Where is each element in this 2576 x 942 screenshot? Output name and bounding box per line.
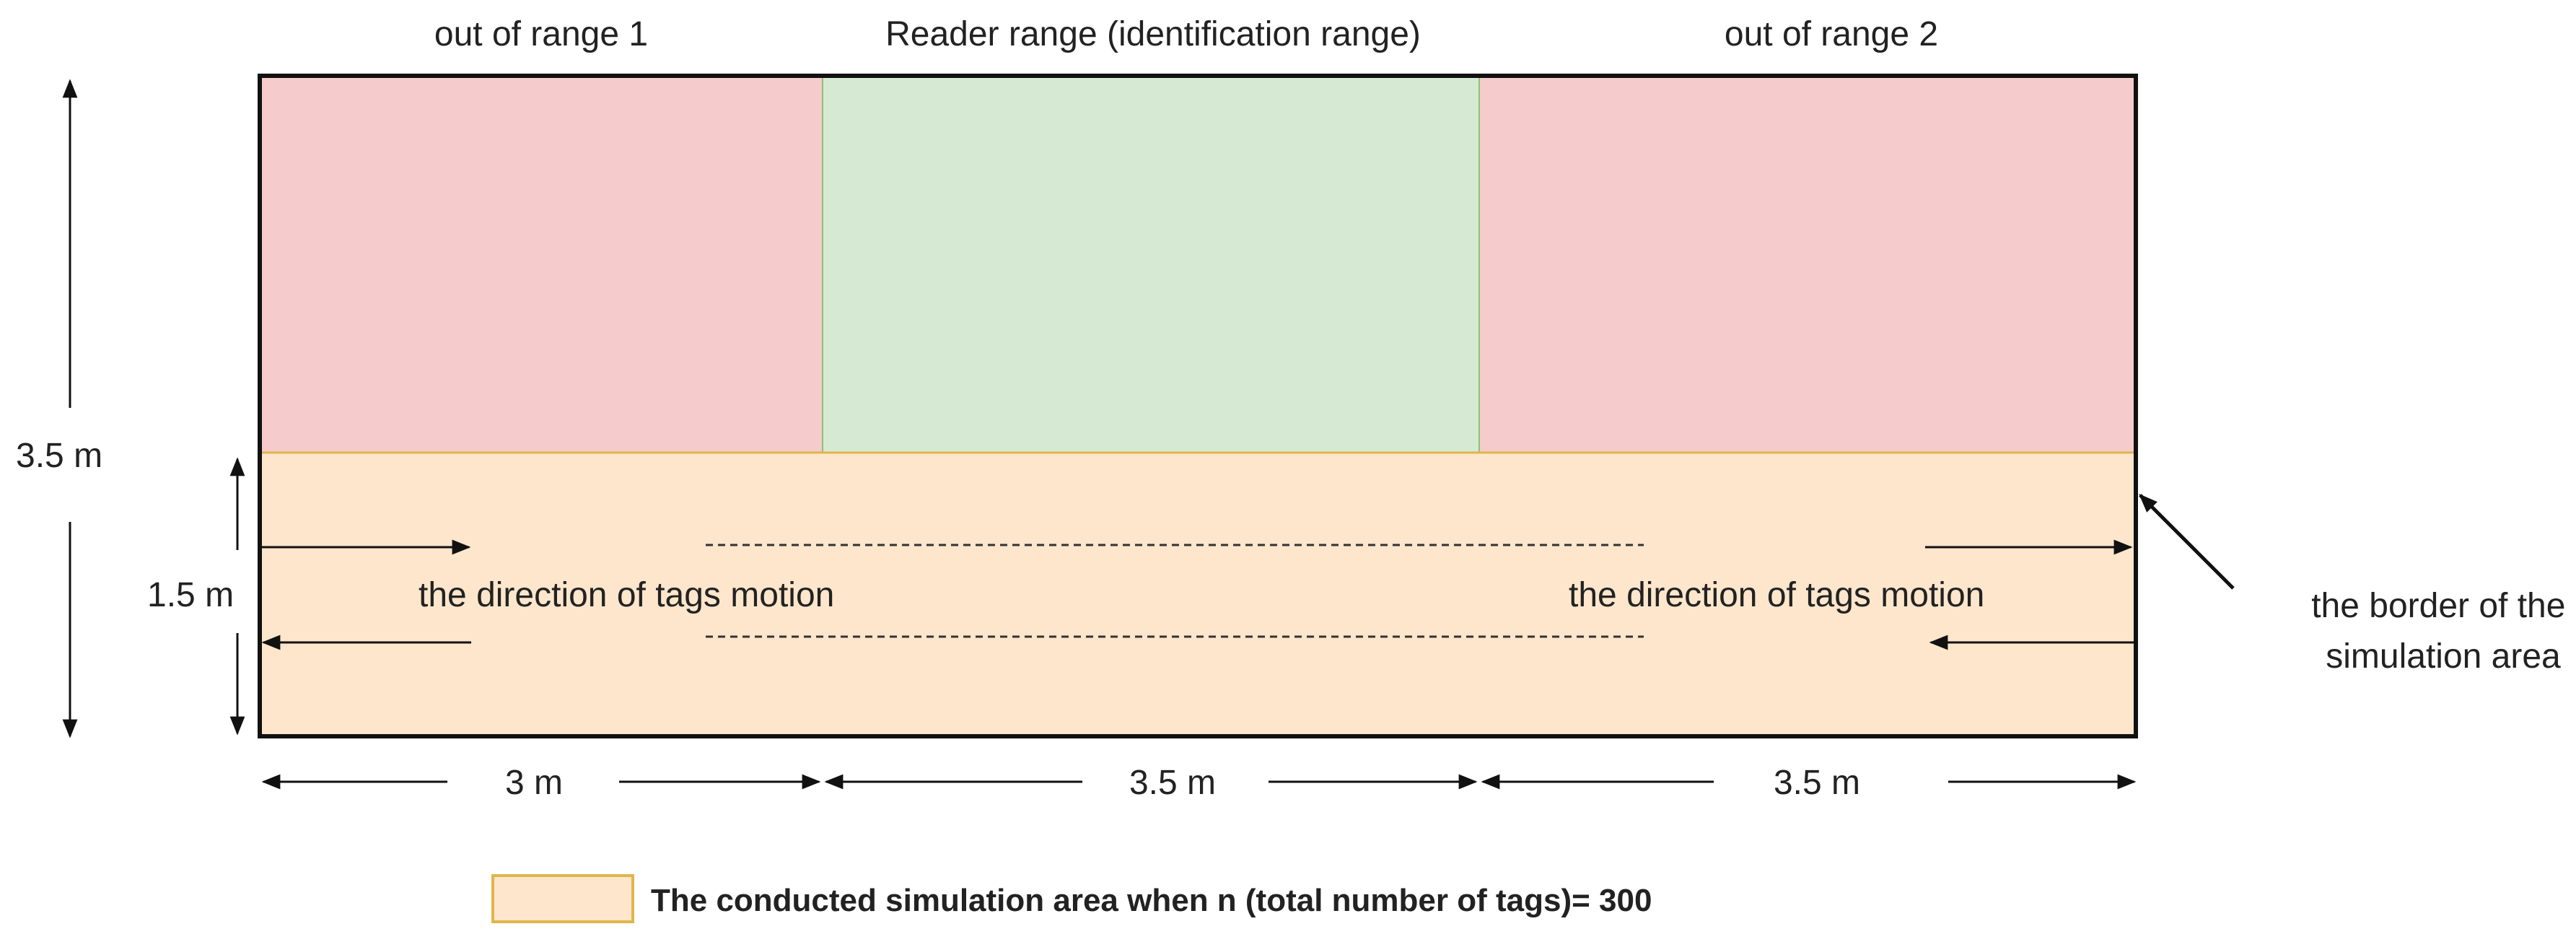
dimension-label-width-3: 3.5 m: [1774, 764, 1860, 802]
out-of-range-1-zone: [260, 76, 823, 453]
motion-label-left: the direction of tags motion: [419, 576, 834, 614]
zone-label-reader-range: Reader range (identification range): [885, 15, 1421, 53]
out-of-range-2-zone: [1479, 76, 2136, 453]
simulation-area-border: [258, 74, 2138, 738]
legend-text: The conducted simulation area when n (to…: [651, 883, 1652, 918]
reader-range-zone: [823, 76, 1479, 453]
motion-label-right: the direction of tags motion: [1569, 576, 1984, 614]
dimension-label-band-height: 1.5 m: [147, 576, 234, 614]
border-note-line-1: the border of the: [2311, 587, 2565, 625]
dimension-label-width-2: 3.5 m: [1129, 764, 1216, 802]
border-note-line-2: simulation area: [2326, 637, 2561, 676]
border-note: the border of the simulation area: [2311, 587, 2575, 676]
zone-label-out-of-range-1: out of range 1: [434, 15, 648, 53]
simulation-band: [260, 453, 2136, 736]
legend-swatch: [491, 874, 634, 923]
zone-label-out-of-range-2: out of range 2: [1725, 15, 1938, 53]
dimension-label-total-height: 3.5 m: [16, 437, 102, 475]
border-pointer-arrow: [2139, 494, 2235, 590]
dimension-label-width-1: 3 m: [505, 764, 563, 802]
